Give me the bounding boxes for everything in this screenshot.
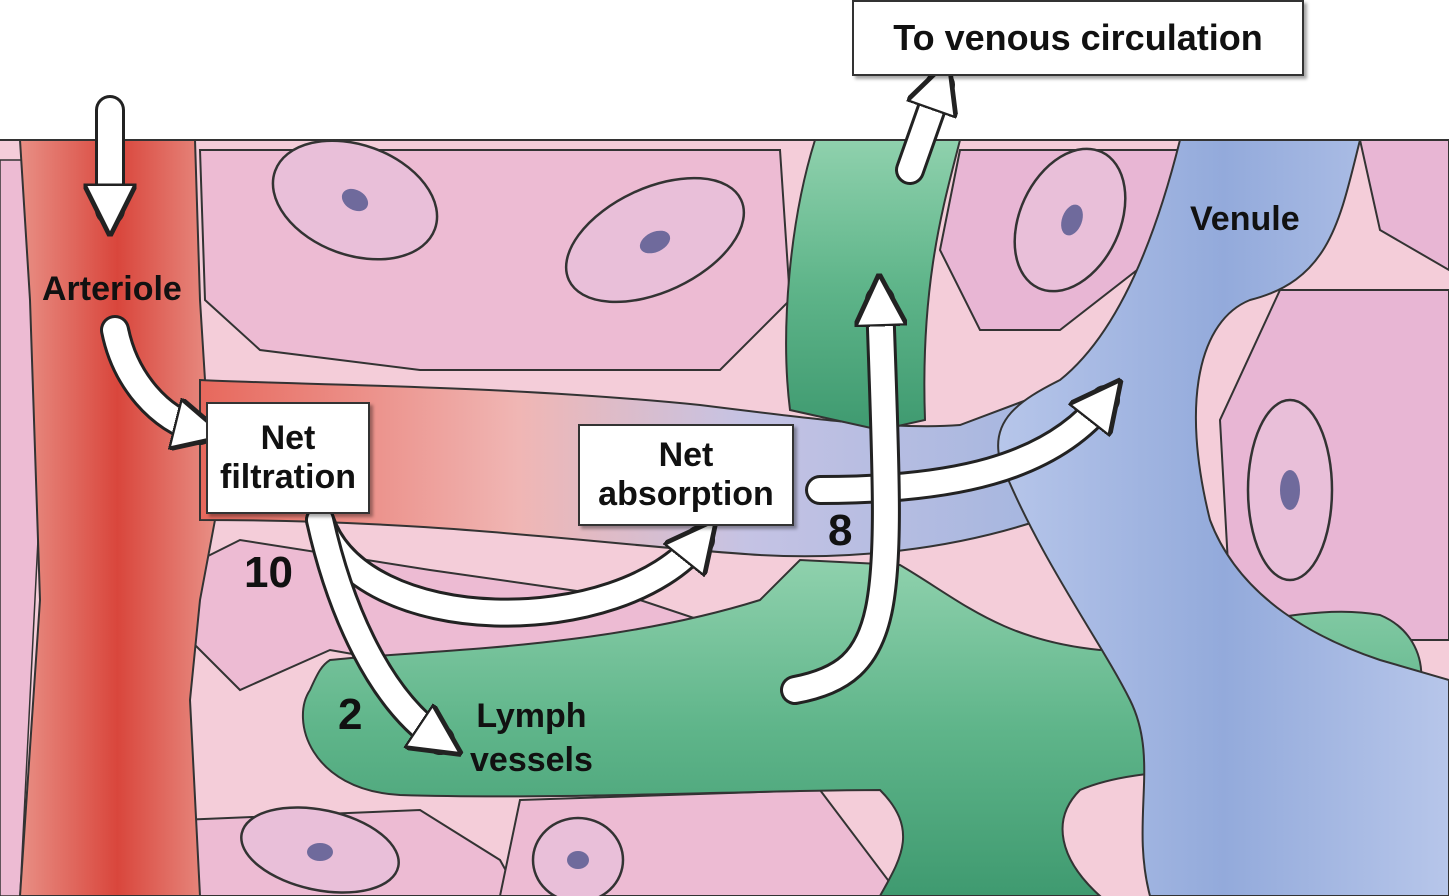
arteriole-label: Arteriole [42, 270, 182, 308]
nucleus [1280, 470, 1300, 510]
lymph-vessels-label: Lymph vessels [470, 694, 593, 782]
nucleus [307, 843, 333, 861]
nucleus [341, 188, 369, 212]
filtration-value: 10 [244, 548, 293, 597]
nucleus [639, 230, 671, 254]
net-filtration-line1: Net [260, 418, 316, 457]
lymph-upward-arrow-inner [783, 300, 886, 702]
net-absorption-line2: absorption [598, 475, 774, 513]
lymph-vessels-line1: Lymph [476, 697, 587, 735]
net-filtration-box: Net filtration [206, 402, 370, 514]
lymph-value: 2 [338, 690, 363, 739]
net-absorption-box: Net absorption [578, 424, 794, 526]
cell-bodies [240, 139, 1334, 896]
venule-vessel [997, 139, 1449, 896]
to-venous-circulation-box: To venous circulation [852, 0, 1304, 76]
nucleus [567, 851, 589, 869]
net-absorption-line1: Net [658, 435, 714, 474]
absorption-to-venule-arrow-inner [808, 400, 1105, 502]
filtration-to-lymph-arrow-inner [308, 508, 440, 740]
venule-label: Venule [1190, 200, 1300, 238]
arteriole-to-filtration-arrow-inner [103, 318, 200, 430]
lymph-vessels-line2: vessels [470, 741, 593, 780]
to-venous-circulation-label: To venous circulation [893, 17, 1263, 59]
to-venous-arrow-inner [898, 85, 940, 182]
absorption-value: 8 [828, 506, 853, 555]
arteriole-vessel [18, 139, 217, 896]
filtration-to-absorption-arrow-inner [308, 508, 700, 625]
net-filtration-line2: filtration [220, 458, 356, 496]
flow-arrows [110, 85, 1105, 740]
tissue-cell [1358, 139, 1449, 272]
nucleus [1061, 204, 1083, 236]
